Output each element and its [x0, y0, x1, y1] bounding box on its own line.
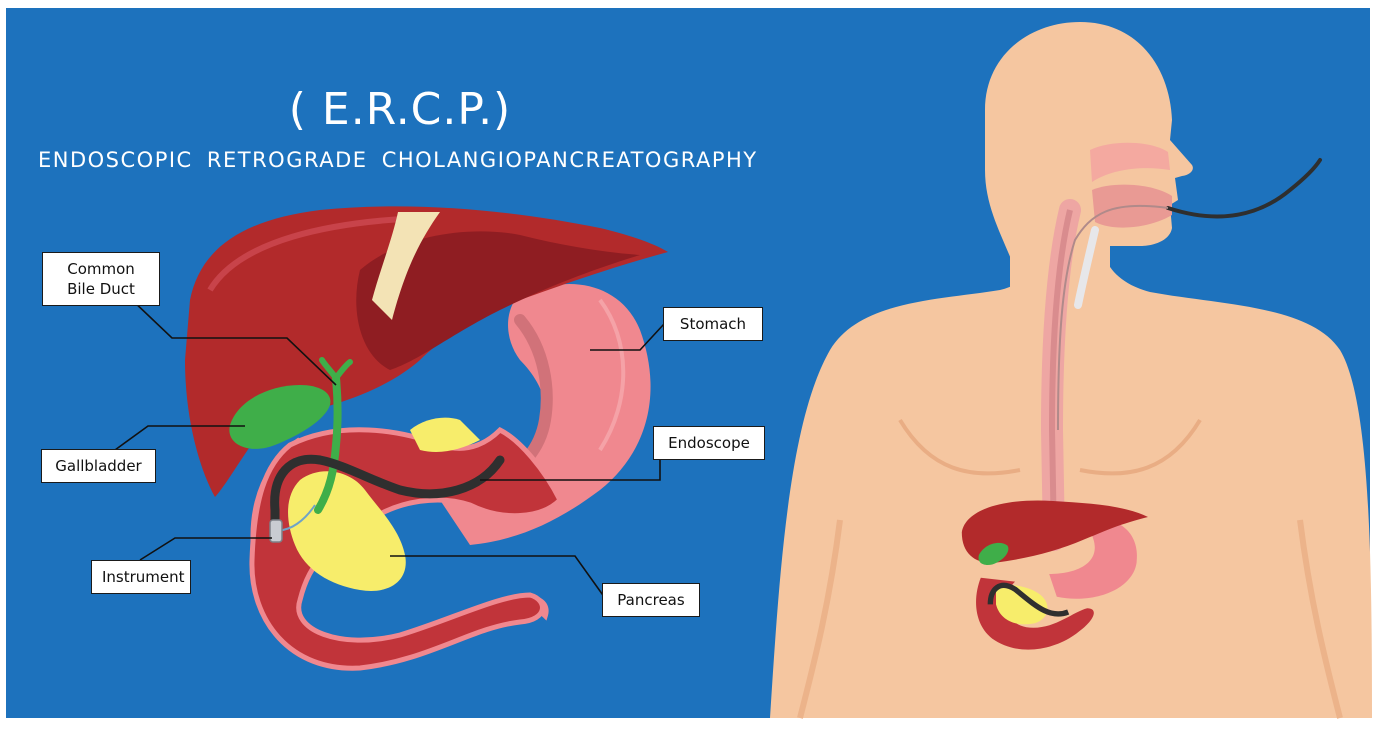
diagram-subtitle: ENDOSCOPIC RETROGRADE CHOLANGIOPANCREATO… — [38, 148, 758, 172]
label-common-bile-duct: Common Bile Duct — [42, 252, 160, 306]
label-instrument: Instrument — [91, 560, 191, 594]
label-pancreas: Pancreas — [602, 583, 700, 617]
label-stomach: Stomach — [663, 307, 763, 341]
label-gallbladder: Gallbladder — [41, 449, 156, 483]
label-endoscope: Endoscope — [653, 426, 765, 460]
diagram-title: ( E.R.C.P.) — [0, 84, 800, 135]
